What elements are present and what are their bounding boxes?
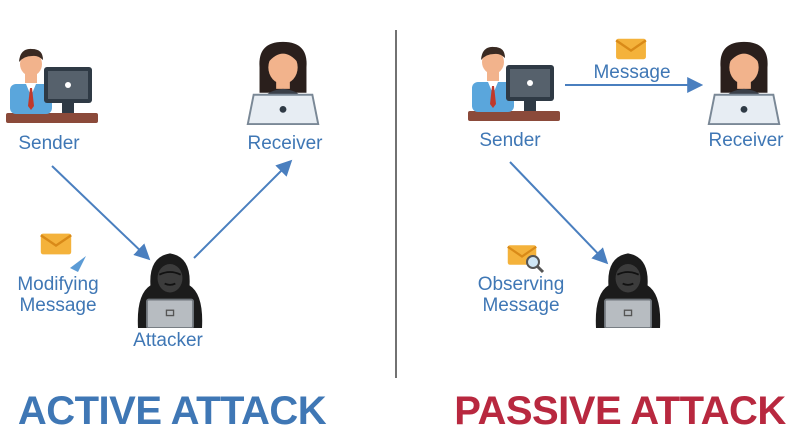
passive-sender-label: Sender — [479, 130, 541, 151]
arrow-sender-to-attacker — [51, 165, 151, 261]
modifying-label-line2: Message — [19, 295, 97, 316]
receiver-figure-passive — [707, 40, 781, 126]
arrow-attacker-to-receiver — [193, 159, 293, 259]
modifying-label-line1: Modifying — [17, 274, 99, 295]
envelope-icon-message — [615, 38, 647, 60]
arrow-sender-to-observer — [509, 161, 609, 265]
magnifier-icon — [526, 255, 540, 269]
attacker-figure-passive — [594, 252, 662, 328]
sender-figure-passive — [468, 46, 560, 121]
envelope-icon-modifying — [40, 232, 72, 256]
paper-plane-icon — [70, 256, 86, 272]
observing-label-line2: Message — [482, 295, 560, 316]
observing-label-line1: Observing — [477, 274, 565, 295]
active-attack-title: ACTIVE ATTACK — [17, 389, 327, 433]
attacker-label: Attacker — [133, 330, 203, 351]
active-receiver-label: Receiver — [247, 133, 323, 154]
active-sender-label: Sender — [18, 133, 80, 154]
passive-attack-title: PASSIVE ATTACK — [454, 389, 786, 433]
passive-receiver-label: Receiver — [708, 130, 784, 151]
attacker-figure-active — [136, 252, 204, 328]
receiver-figure-active — [246, 40, 320, 126]
sender-figure-active — [6, 48, 98, 123]
message-label: Message — [593, 62, 671, 83]
